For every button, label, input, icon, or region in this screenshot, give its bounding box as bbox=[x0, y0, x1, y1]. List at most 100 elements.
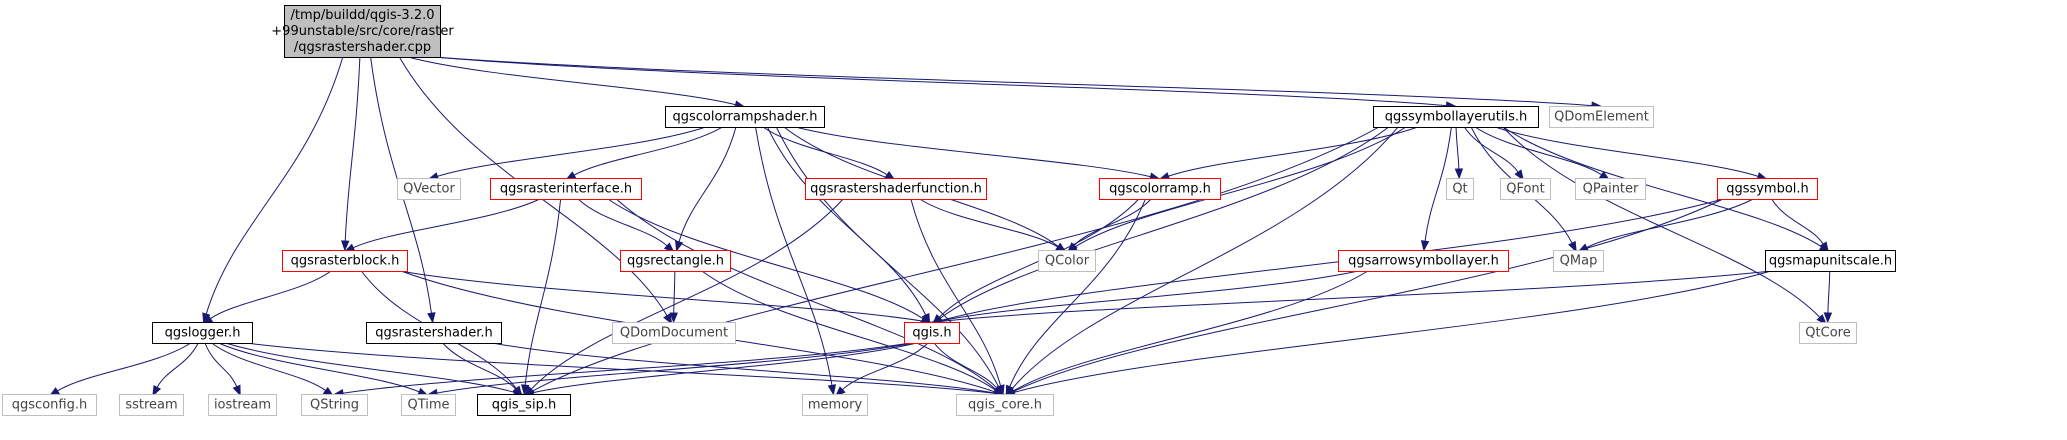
edge-arrowhead bbox=[427, 312, 436, 324]
edge-line bbox=[1009, 198, 1146, 387]
node-box bbox=[152, 322, 253, 344]
node-QTime[interactable]: QTime bbox=[401, 394, 456, 416]
node-label: /tmp/buildd/qgis-3.2.0 bbox=[290, 8, 434, 23]
edge-line bbox=[573, 126, 723, 176]
edge-line bbox=[1463, 126, 1519, 173]
edge-line bbox=[910, 198, 1002, 387]
edge-line bbox=[1168, 126, 1418, 177]
node-box bbox=[208, 394, 277, 416]
node-iostream[interactable]: iostream bbox=[208, 394, 277, 416]
node-sstream[interactable]: sstream bbox=[119, 394, 184, 416]
node-label: qgis_sip.h bbox=[492, 398, 556, 413]
edge-line bbox=[353, 198, 541, 249]
node-box bbox=[2, 394, 97, 416]
node-box bbox=[1099, 178, 1221, 200]
node-qgis[interactable]: qgis.h bbox=[904, 322, 960, 344]
edge-line bbox=[939, 126, 1389, 319]
edge-qgsarrowsymbollayer-to-qgis_core bbox=[1004, 270, 1369, 397]
edge-qgscolorrampshader-to-qgsrastershaderfunction bbox=[762, 126, 896, 181]
node-memory[interactable]: memory bbox=[802, 394, 868, 416]
node-label: Qt bbox=[1452, 182, 1467, 197]
node-QMap[interactable]: QMap bbox=[1553, 250, 1604, 272]
edge-qgscolorrampshader-to-QVector bbox=[427, 126, 706, 181]
node-qgsarrowsymbollayer[interactable]: qgsarrowsymbollayer.h bbox=[1338, 250, 1509, 272]
node-qgscolorrampshader[interactable]: qgscolorrampshader.h bbox=[665, 106, 825, 128]
node-qgssymbol[interactable]: qgssymbol.h bbox=[1717, 178, 1818, 200]
node-box bbox=[282, 250, 408, 272]
node-qgsrastershaderfunction[interactable]: qgsrastershaderfunction.h bbox=[805, 178, 987, 200]
edge-line bbox=[1586, 198, 1754, 248]
node-label: sstream bbox=[125, 398, 177, 413]
edge-line bbox=[1074, 126, 1407, 248]
edge-line bbox=[491, 342, 996, 394]
node-Qt[interactable]: Qt bbox=[1446, 178, 1474, 200]
node-qgis_sip[interactable]: qgis_sip.h bbox=[477, 394, 571, 416]
edge-line bbox=[1012, 198, 1724, 393]
edge-line bbox=[766, 126, 927, 316]
edge-line bbox=[1424, 126, 1452, 242]
node-label: qgssymbol.h bbox=[1726, 182, 1809, 197]
edges-layer bbox=[48, 56, 1833, 398]
node-QDomElement[interactable]: QDomElement bbox=[1549, 106, 1654, 128]
node-QtCore[interactable]: QtCore bbox=[1799, 322, 1857, 344]
edge-line bbox=[1011, 126, 1399, 390]
node-qgsrasterblock[interactable]: qgsrasterblock.h bbox=[282, 250, 408, 272]
node-qgsrasterinterface[interactable]: qgsrasterinterface.h bbox=[490, 178, 642, 200]
edge-qgssymbollayerutils-to-QtCore bbox=[1502, 126, 1827, 325]
edge-line bbox=[795, 126, 1151, 178]
edge-line bbox=[530, 198, 844, 390]
edge-line bbox=[436, 342, 914, 394]
edge-line bbox=[762, 126, 888, 176]
node-qgsmapunitscale[interactable]: qgsmapunitscale.h bbox=[1765, 250, 1896, 272]
edge-line bbox=[437, 126, 706, 177]
node-box bbox=[1373, 106, 1539, 128]
node-qgsrastershader[interactable]: qgsrastershader.h bbox=[366, 322, 502, 344]
edge-line bbox=[577, 198, 668, 247]
node-qgsrectangle[interactable]: qgsrectangle.h bbox=[620, 250, 731, 272]
edge-qgsrasterinterface-to-qgsrasterblock bbox=[343, 198, 541, 253]
node-box bbox=[620, 250, 731, 272]
node-QVector[interactable]: QVector bbox=[397, 178, 461, 200]
edge-qgslogger-to-sstream bbox=[152, 342, 199, 397]
edge-line bbox=[532, 342, 917, 394]
node-label: qgis_core.h bbox=[968, 398, 1042, 413]
node-qgssymbollayerutils[interactable]: qgssymbollayerutils.h bbox=[1373, 106, 1539, 128]
edge-line bbox=[933, 342, 998, 390]
edge-qgssymbollayerutils-to-QFont bbox=[1463, 126, 1524, 181]
edge-qgssymbollayerutils-to-qgscolorramp bbox=[1158, 126, 1418, 181]
edge-line bbox=[755, 126, 833, 386]
node-QPainter[interactable]: QPainter bbox=[1575, 178, 1646, 200]
edge-arrowhead bbox=[341, 240, 350, 252]
edge-qgscolorrampshader-to-qgsrasterinterface bbox=[565, 126, 723, 181]
node-label: qgsrastershader.h bbox=[375, 326, 493, 341]
node-box bbox=[805, 178, 987, 200]
edge-line bbox=[678, 126, 737, 243]
node-QDomDocument[interactable]: QDomDocument bbox=[612, 322, 736, 344]
node-qgsconfig[interactable]: qgsconfig.h bbox=[2, 394, 97, 416]
edge-qgslogger-to-qgis_core bbox=[245, 342, 1006, 398]
edge-arrowhead bbox=[993, 385, 1004, 397]
edge-arrowhead bbox=[663, 313, 673, 325]
node-qgis_core[interactable]: qgis_core.h bbox=[956, 394, 1054, 416]
edge-line bbox=[938, 198, 1140, 318]
node-box bbox=[401, 394, 456, 416]
edge-qgssymbollayerutils-to-qgsarrowsymbollayer bbox=[1420, 126, 1452, 252]
edge-line bbox=[245, 342, 996, 394]
node-qgscolorramp[interactable]: qgscolorramp.h bbox=[1099, 178, 1221, 200]
edge-line bbox=[399, 270, 923, 322]
node-QFont[interactable]: QFont bbox=[1500, 178, 1551, 200]
node-label: qgsrectangle.h bbox=[627, 254, 724, 269]
node-label: +99unstable/src/core/raster bbox=[271, 24, 454, 39]
node-root[interactable]: /tmp/buildd/qgis-3.2.0+99unstable/src/co… bbox=[271, 5, 454, 58]
node-box bbox=[490, 178, 642, 200]
node-label: qgscolorramp.h bbox=[1109, 182, 1211, 197]
edge-line bbox=[210, 270, 332, 320]
edge-line bbox=[673, 270, 676, 314]
node-box bbox=[1717, 178, 1818, 200]
edge-line bbox=[211, 342, 326, 391]
node-box bbox=[802, 394, 868, 416]
node-qgslogger[interactable]: qgslogger.h bbox=[152, 322, 253, 344]
node-box bbox=[956, 394, 1054, 416]
node-QColor[interactable]: QColor bbox=[1038, 250, 1096, 272]
node-QString[interactable]: QString bbox=[301, 394, 368, 416]
